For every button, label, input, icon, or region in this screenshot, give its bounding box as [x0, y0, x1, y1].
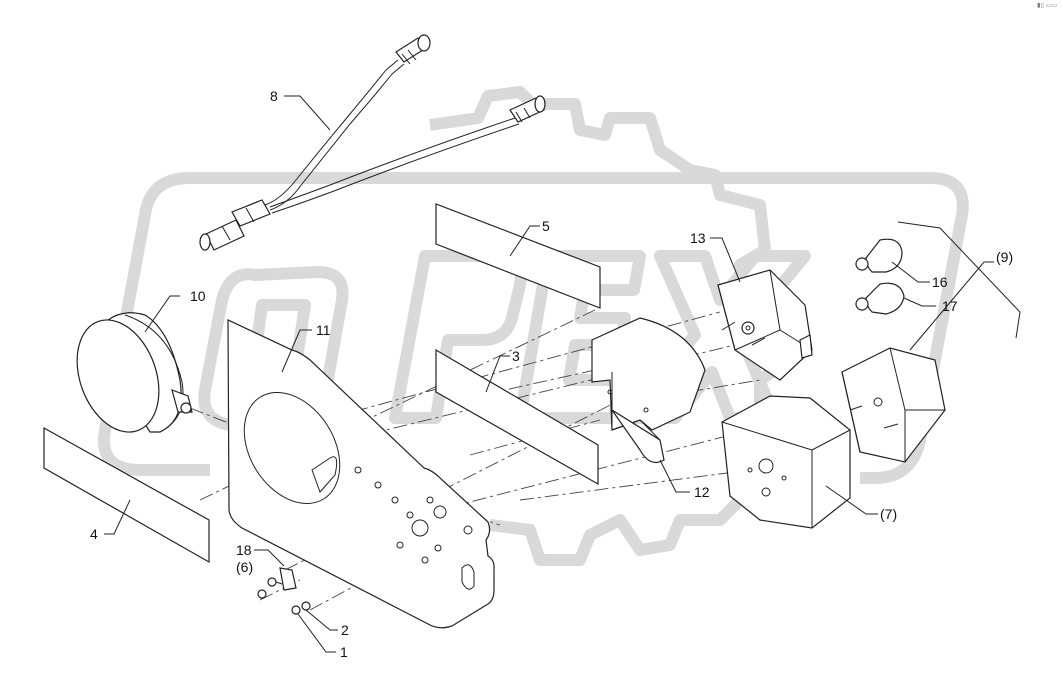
callout-9: (9): [996, 249, 1013, 265]
label-plate-4: [43, 426, 210, 564]
callout-7: (7): [880, 506, 897, 522]
corner-mark: ▮▯ ▭▭: [1037, 2, 1057, 9]
callout-12: 12: [694, 484, 710, 500]
label-plate-3: [435, 348, 599, 486]
bulb-16: [855, 238, 903, 273]
label-plate-5: [435, 203, 601, 309]
callout-5: 5: [542, 218, 550, 234]
callout-8: 8: [270, 88, 278, 104]
leader-lines: [104, 95, 1021, 653]
bulb-17: [855, 282, 905, 315]
round-work-lamp: [76, 312, 193, 433]
callout-3: 3: [512, 348, 520, 364]
lamp-bracket: [591, 317, 706, 463]
callout-13: 13: [690, 230, 706, 246]
callout-16: 16: [932, 274, 948, 290]
lamp-housing: [721, 395, 851, 529]
callout-labels: 8 5 3 4 10 11 12 13 16 17 (9) (7) 18 (6)…: [90, 88, 1013, 660]
lamp-lens-assembly: [841, 347, 946, 463]
callout-10: 10: [190, 288, 206, 304]
callout-11: 11: [316, 322, 331, 338]
cable-harness: [199, 34, 546, 251]
callout-18: 18: [236, 542, 252, 558]
mounting-plate: [227, 319, 495, 629]
fasteners: [257, 567, 311, 615]
rear-lamp-body: [717, 269, 813, 381]
callout-6: (6): [236, 559, 253, 575]
callout-2: 2: [341, 622, 349, 638]
callout-1: 1: [340, 644, 348, 660]
callout-17: 17: [942, 298, 958, 314]
callout-4: 4: [90, 526, 98, 542]
